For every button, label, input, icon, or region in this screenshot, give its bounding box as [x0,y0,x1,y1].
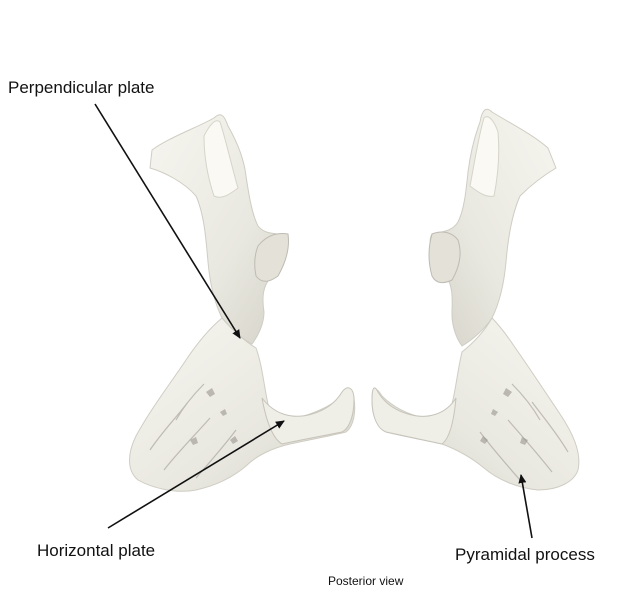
perpendicular-plate-arrow [94,103,241,339]
horizontal-plate-label: Horizontal plate [37,541,156,560]
right-pyramidal-body [371,317,580,491]
left-horizontal-plate [261,387,355,445]
left-palatine-bone [129,114,356,492]
perpendicular-plate-label: Perpendicular plate [8,78,155,97]
pyramidal-process-label: Pyramidal process [455,545,595,564]
horizontal-plate-arrow [107,420,285,529]
right-horizontal-plate [371,387,457,445]
figure-caption: Posterior view [328,574,404,588]
left-pyramidal-body [129,317,356,492]
pyramidal-process-arrow [518,474,533,539]
right-palatine-bone [371,108,580,491]
